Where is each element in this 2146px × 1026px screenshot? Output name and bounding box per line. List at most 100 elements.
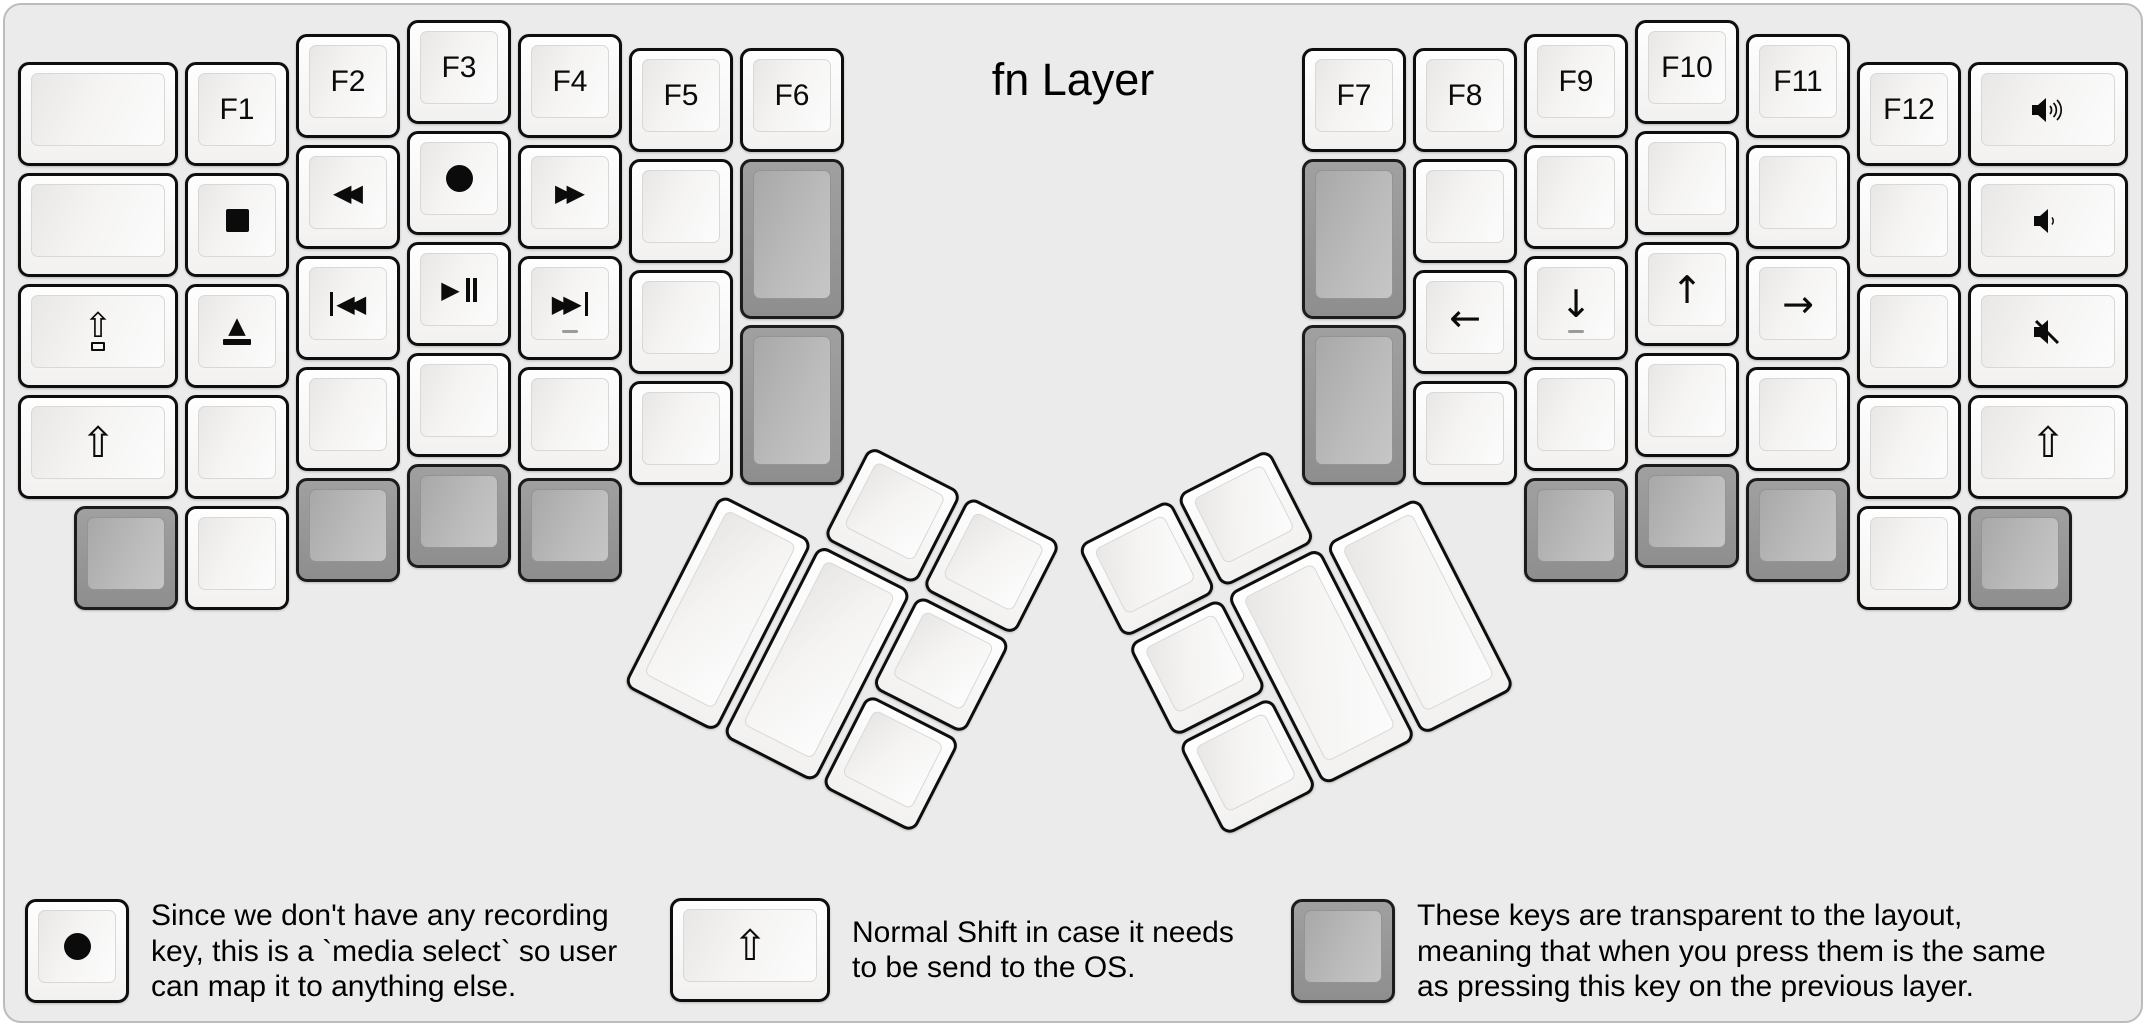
- key-arrow-up[interactable]: ↑: [1635, 242, 1739, 346]
- key-transparent[interactable]: [1635, 464, 1739, 568]
- key-transparent[interactable]: [1524, 478, 1628, 582]
- key-transparent[interactable]: [296, 478, 400, 582]
- key-blank[interactable]: [629, 381, 733, 485]
- key-blank[interactable]: [1746, 367, 1850, 471]
- key-volume-up[interactable]: [1968, 62, 2128, 166]
- keytop: F4: [531, 45, 609, 118]
- volume-down-icon: [2031, 206, 2065, 236]
- key-transparent[interactable]: [1302, 159, 1406, 319]
- key-mute[interactable]: [1968, 284, 2128, 388]
- key-stop[interactable]: [185, 173, 289, 277]
- key-arrow-right[interactable]: →: [1746, 256, 1850, 360]
- key-arrow-down[interactable]: ↓: [1524, 256, 1628, 360]
- keytop: [1426, 392, 1504, 465]
- key-f10[interactable]: F10: [1635, 20, 1739, 124]
- key-f6[interactable]: F6: [740, 48, 844, 152]
- key-f3[interactable]: F3: [407, 20, 511, 124]
- key-blank[interactable]: [185, 506, 289, 610]
- keytop: F7: [1315, 59, 1393, 132]
- key-transparent[interactable]: [74, 506, 178, 610]
- key-blank[interactable]: [1857, 284, 1961, 388]
- legend-key-record: [25, 899, 129, 1004]
- key-label: F2: [330, 64, 366, 98]
- key-transparent[interactable]: [407, 464, 511, 568]
- key-f5[interactable]: F5: [629, 48, 733, 152]
- key-shift[interactable]: ⇧: [18, 395, 178, 499]
- key-blank[interactable]: [1413, 381, 1517, 485]
- left-arrow-icon: ←: [1449, 295, 1481, 340]
- key-f12[interactable]: F12: [1857, 62, 1961, 166]
- shift-icon: ⇧: [80, 417, 116, 467]
- key-play-pause[interactable]: ▶: [407, 242, 511, 346]
- key-blank[interactable]: [18, 173, 178, 277]
- keytop: ◀◀: [309, 267, 387, 340]
- key-eject[interactable]: ▲: [185, 284, 289, 388]
- key-transparent[interactable]: [740, 325, 844, 485]
- key-volume-down[interactable]: [1968, 173, 2128, 277]
- keytop: [1192, 464, 1296, 565]
- key-blank[interactable]: [1413, 159, 1517, 263]
- shift-icon: ⇧: [2030, 417, 2066, 467]
- keytop: [420, 142, 498, 215]
- key-blank[interactable]: [1635, 131, 1739, 235]
- key-shift[interactable]: ⇧: [1968, 395, 2128, 499]
- key-blank[interactable]: [629, 270, 733, 374]
- keytop: [198, 517, 276, 590]
- key-blank[interactable]: [629, 159, 733, 263]
- key-prev-track[interactable]: ◀◀: [296, 256, 400, 360]
- keytop: [420, 475, 498, 548]
- eject-icon: ▲: [223, 314, 251, 346]
- key-blank[interactable]: [407, 353, 511, 457]
- key-transparent[interactable]: [740, 159, 844, 319]
- keytop: [31, 73, 165, 146]
- key-f11[interactable]: F11: [1746, 34, 1850, 138]
- key-record[interactable]: [407, 131, 511, 235]
- key-blank[interactable]: [1857, 395, 1961, 499]
- keytop: [1194, 712, 1298, 813]
- key-f7[interactable]: F7: [1302, 48, 1406, 152]
- keytop: [1759, 489, 1837, 562]
- key-blank[interactable]: [1524, 145, 1628, 249]
- key-f1[interactable]: F1: [185, 62, 289, 166]
- key-caps-shift[interactable]: ⇧: [18, 284, 178, 388]
- key-transparent[interactable]: [1968, 506, 2072, 610]
- key-blank[interactable]: [18, 62, 178, 166]
- keytop: [531, 489, 609, 562]
- keytop: ◀◀: [309, 156, 387, 229]
- keytop: [1759, 378, 1837, 451]
- volume-up-icon: [2029, 95, 2067, 125]
- keytop: [841, 709, 945, 810]
- key-next-track[interactable]: ▶▶: [518, 256, 622, 360]
- page-title: fn Layer: [991, 54, 1155, 105]
- key-blank[interactable]: [1635, 353, 1739, 457]
- key-blank[interactable]: [1857, 173, 1961, 277]
- keytop: F12: [1870, 73, 1948, 146]
- key-blank[interactable]: [1857, 506, 1961, 610]
- keytop: [1537, 156, 1615, 229]
- keytop: ▶: [420, 253, 498, 326]
- key-blank[interactable]: [1746, 145, 1850, 249]
- key-arrow-left[interactable]: ←: [1413, 270, 1517, 374]
- key-f9[interactable]: F9: [1524, 34, 1628, 138]
- key-rewind[interactable]: ◀◀: [296, 145, 400, 249]
- key-blank[interactable]: [518, 367, 622, 471]
- key-transparent[interactable]: [1302, 325, 1406, 485]
- keytop: [891, 610, 995, 711]
- key-f8[interactable]: F8: [1413, 48, 1517, 152]
- key-transparent[interactable]: [518, 478, 622, 582]
- caps-shift-icon: ⇧: [84, 309, 112, 351]
- key-blank[interactable]: [185, 395, 289, 499]
- key-f4[interactable]: F4: [518, 34, 622, 138]
- keytop: ↑: [1648, 253, 1726, 326]
- key-label: F8: [1447, 78, 1483, 112]
- keytop: [1093, 514, 1197, 615]
- key-blank[interactable]: [296, 367, 400, 471]
- key-f2[interactable]: F2: [296, 34, 400, 138]
- key-fast-forward[interactable]: ▶▶: [518, 145, 622, 249]
- key-label: F6: [774, 78, 810, 112]
- key-label: F4: [552, 64, 588, 98]
- key-blank[interactable]: [1524, 367, 1628, 471]
- key-transparent[interactable]: [1746, 478, 1850, 582]
- keytop: ▶▶: [531, 267, 609, 340]
